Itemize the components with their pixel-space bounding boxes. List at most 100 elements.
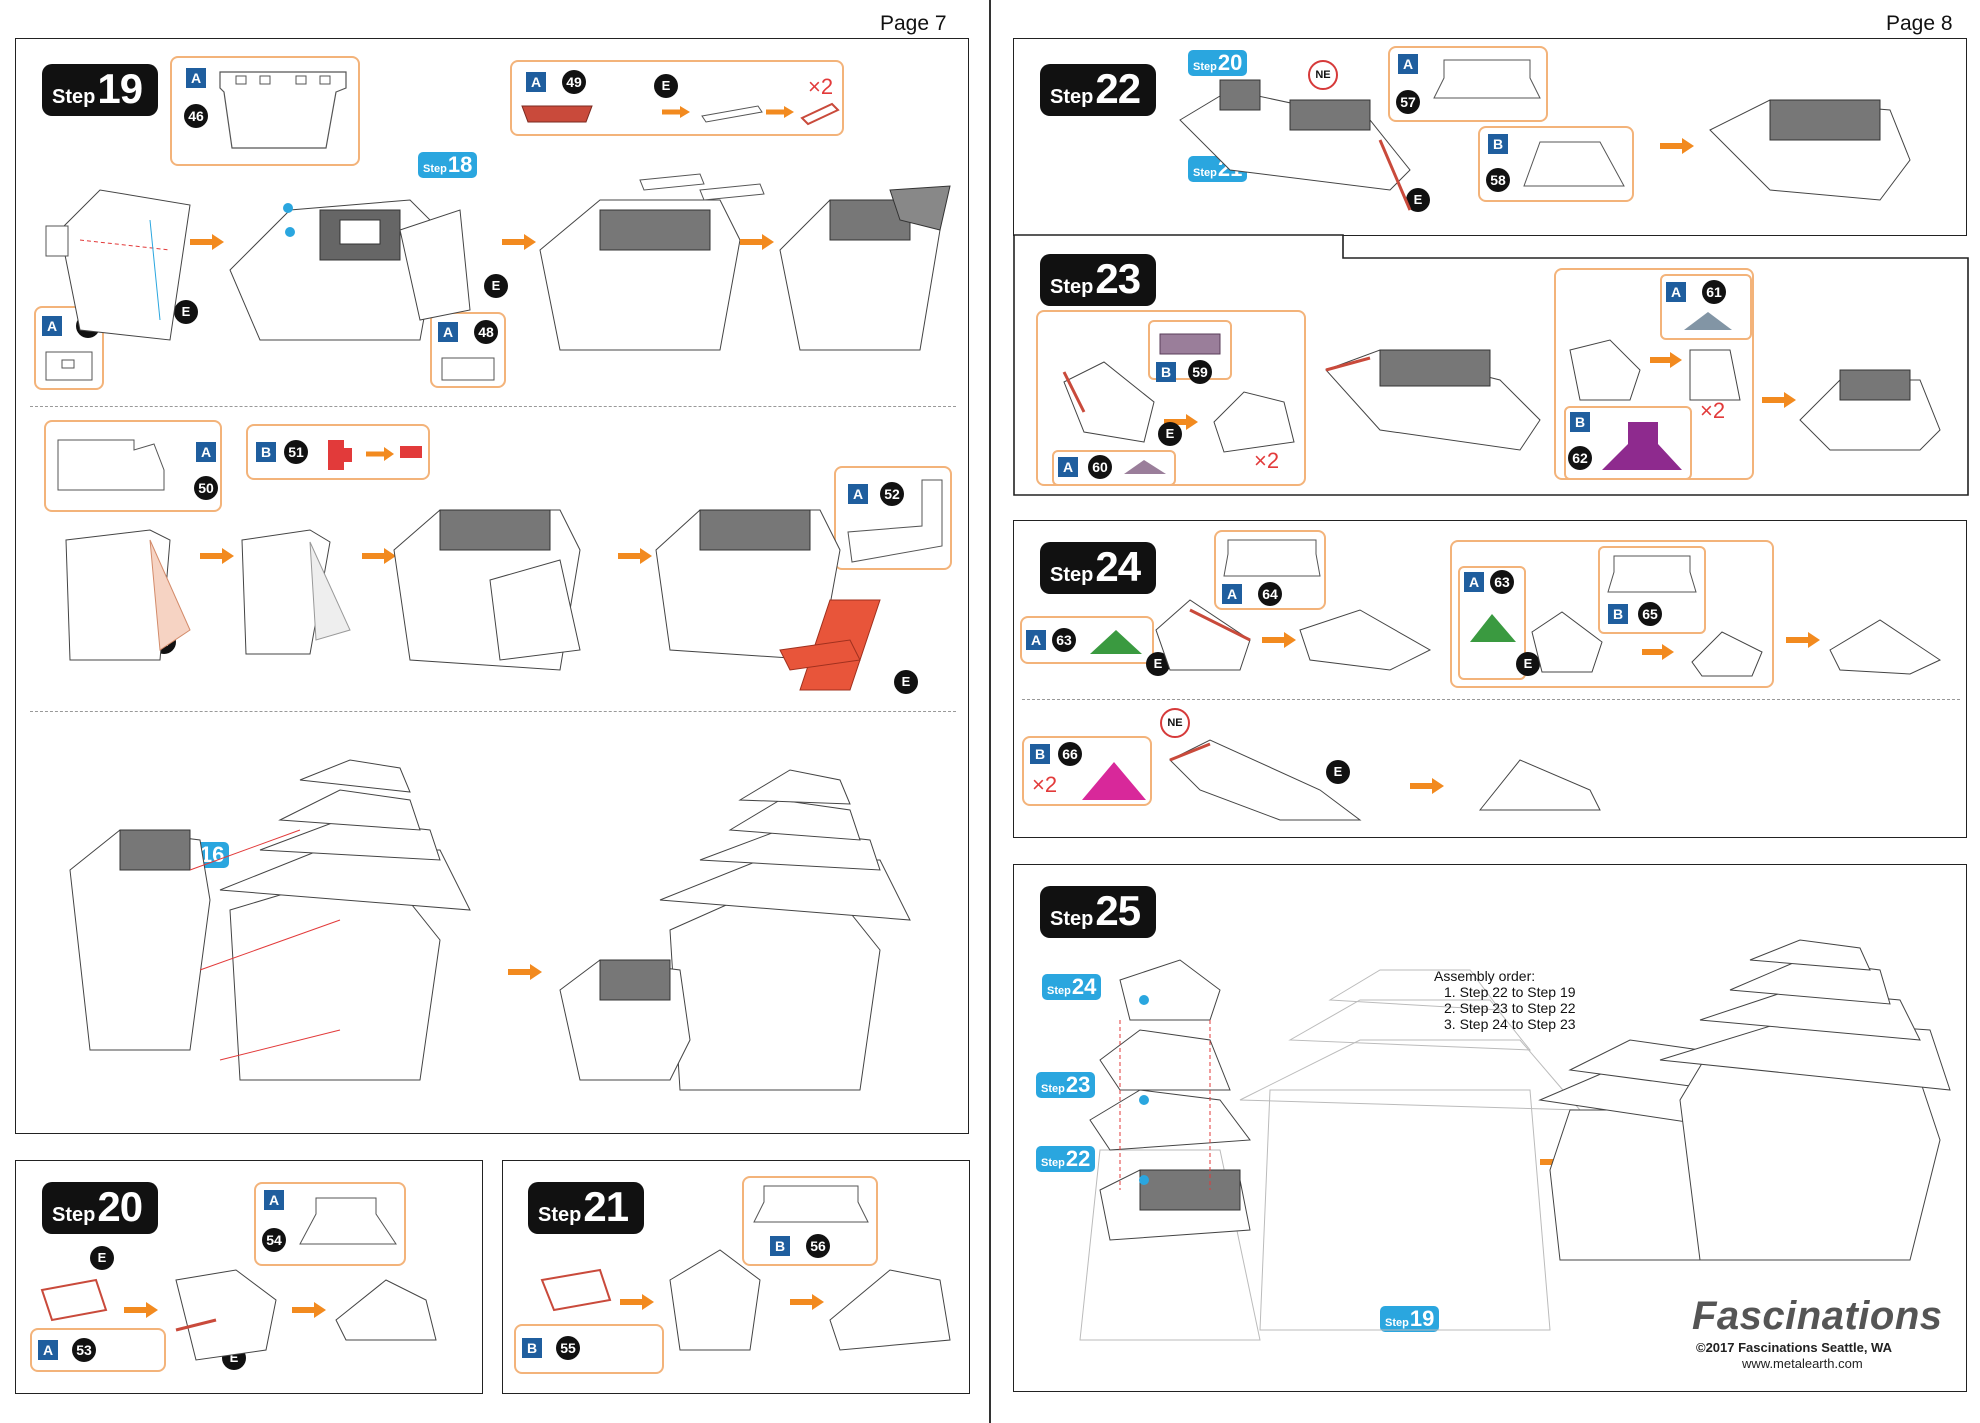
part-number: 46 <box>184 104 208 128</box>
part-number: 59 <box>1188 360 1212 384</box>
step-25-final-castle <box>1538 939 1951 1261</box>
step-21-drawings <box>540 1249 951 1351</box>
part-number: 63 <box>1490 570 1514 594</box>
sheet-badge: A <box>526 72 546 92</box>
part-drawing <box>847 479 943 563</box>
callout-part-49: A 49 E ×2 <box>510 60 844 136</box>
callout-part-54: A 54 <box>254 1182 406 1266</box>
callout-part-63b: A 63 <box>1458 566 1526 680</box>
ne-marker: NE <box>1308 60 1338 90</box>
e-marker: E <box>90 1246 114 1270</box>
callout-part-57: A 57 <box>1388 46 1548 122</box>
part-number: 66 <box>1058 742 1082 766</box>
callout-step-23-right: A 61 B 62 ×2 <box>1554 268 1754 480</box>
sheet-badge: A <box>1398 54 1418 74</box>
part-number: 64 <box>1258 582 1282 606</box>
callout-part-65: B 65 <box>1598 546 1706 634</box>
part-number: 56 <box>806 1234 830 1258</box>
part-drawing <box>753 1185 869 1223</box>
step-19-castle-attach <box>69 759 911 1091</box>
callout-part-56: B 56 <box>742 1176 878 1266</box>
sheet-badge: B <box>770 1236 790 1256</box>
callout-part-64: A 64 <box>1214 530 1326 610</box>
e-marker: E <box>1158 422 1182 446</box>
callout-part-55: B 55 <box>514 1324 664 1374</box>
assembly-order: Assembly order: 1. Step 22 to Step 19 2.… <box>1434 968 1576 1032</box>
sheet-badge: A <box>848 484 868 504</box>
page-divider <box>989 0 991 1423</box>
sheet-badge: A <box>42 316 62 336</box>
dashed-separator <box>30 711 956 712</box>
callout-part-48: A 48 <box>430 312 506 388</box>
part-number: 50 <box>194 476 218 500</box>
callout-part-62: B 62 <box>1564 406 1692 480</box>
brand-copyright: ©2017 Fascinations Seattle, WA <box>1696 1340 1892 1355</box>
sheet-badge: B <box>256 442 276 462</box>
sheet-badge: A <box>438 322 458 342</box>
part-drawing <box>1223 539 1321 577</box>
wall-part-drawing <box>219 71 347 149</box>
dashed-separator <box>30 406 956 407</box>
times-two: ×2 <box>1700 398 1726 423</box>
part-number: 62 <box>1568 446 1592 470</box>
e-marker: E <box>174 300 198 324</box>
part-number: 51 <box>284 440 308 464</box>
step-25-exploded-drawing <box>1079 959 1582 1341</box>
sheet-badge: A <box>1666 282 1686 302</box>
sheet-badge: A <box>1464 572 1484 592</box>
callout-part-51: B 51 <box>246 424 430 480</box>
sheet-badge: A <box>38 1340 58 1360</box>
callout-part-61: A 61 <box>1660 274 1752 340</box>
e-marker: E <box>894 670 918 694</box>
assembly-item: 1. Step 22 to Step 19 <box>1444 984 1576 1000</box>
part-drawing <box>299 1197 397 1245</box>
part-number: 58 <box>1486 168 1510 192</box>
step-24-row1-drawings <box>1155 599 1432 671</box>
dashed-separator <box>1022 699 1960 700</box>
brand-logo: Fascinations <box>1692 1294 1943 1338</box>
part-number: 52 <box>880 482 904 506</box>
assembly-item: 3. Step 24 to Step 23 <box>1444 1016 1576 1032</box>
drawing <box>1531 611 1763 677</box>
times-two: ×2 <box>1254 448 1280 473</box>
part-number: 61 <box>1702 280 1726 304</box>
part-number: 49 <box>562 70 586 94</box>
part-number: 54 <box>262 1228 286 1252</box>
e-marker: E <box>484 274 508 298</box>
callout-step-23-left: B 59 E A 60 ×2 <box>1036 310 1306 486</box>
sheet-badge: A <box>1222 584 1242 604</box>
sheet-badge: A <box>196 442 216 462</box>
step-23-mid-drawing <box>1325 349 1541 451</box>
e-marker: E <box>1326 760 1350 784</box>
part-drawing <box>57 439 165 491</box>
sheet-badge: B <box>1156 362 1176 382</box>
callout-part-46: A 46 <box>170 56 360 166</box>
step-19-row1-drawings <box>45 173 951 351</box>
sheet-badge: A <box>1058 457 1078 477</box>
callout-part-53: A 53 <box>30 1328 166 1372</box>
part-number: 53 <box>72 1338 96 1362</box>
page-number-right: Page 8 <box>1886 12 1953 35</box>
red-roof-part <box>521 105 593 123</box>
sheet-badge: B <box>522 1338 542 1358</box>
drawing <box>1569 339 1741 401</box>
sheet-badge: B <box>1488 134 1508 154</box>
sheet-badge: A <box>186 68 206 88</box>
drawing <box>1062 361 1295 453</box>
e-marker: E <box>654 74 678 98</box>
sheet-badge: B <box>1570 412 1590 432</box>
part-number: 63 <box>1052 628 1076 652</box>
part-number: 57 <box>1396 90 1420 114</box>
step-19-row2-drawings <box>65 509 881 691</box>
callout-step-24-right: A 63 B 65 E <box>1450 540 1774 688</box>
step-24-row1-final <box>1786 619 1942 675</box>
